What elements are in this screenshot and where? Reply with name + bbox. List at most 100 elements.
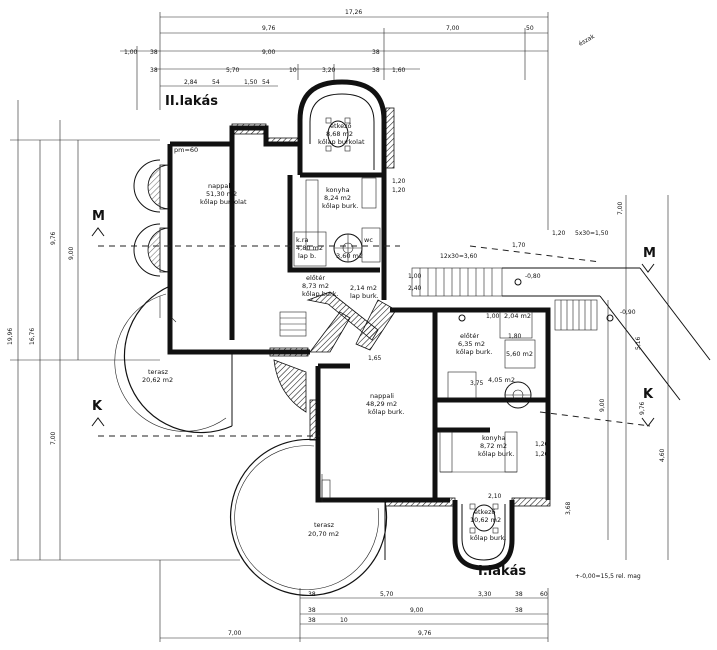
room-name: terasz	[148, 368, 169, 376]
dim-interior: 1,20	[535, 451, 549, 458]
dim-bot-1e: 60	[540, 591, 548, 598]
room-area: 8,73 m2	[302, 282, 329, 290]
dim-interior: 1,80	[508, 333, 522, 340]
section-mark-m-right: M	[643, 246, 656, 261]
dim-interior: 1,65	[368, 355, 382, 362]
dim-right-e: 4,60	[659, 448, 666, 462]
dim-left-mid: 16,76	[29, 328, 36, 345]
upper-apartment-title: II.lakás	[165, 94, 218, 109]
lower-dining-bay	[452, 500, 515, 571]
room-floor: lap b.	[298, 252, 316, 260]
elevation-note: +-0,00=15,5 rel. mag	[575, 573, 641, 580]
dim-top-3c: 9,00	[262, 49, 276, 56]
room-note: pm=60	[174, 146, 198, 154]
room-floor: kőlap burk.	[368, 407, 404, 416]
dim-interior: 5x30=1,50	[575, 230, 609, 237]
room-area: 2,14 m2	[350, 284, 377, 292]
north-label: észak	[578, 33, 597, 48]
room-area: 3,60 m2	[336, 252, 363, 260]
interior-dimensions: 1,20 1,20 12x30=3,60 1,70 1,20 1,20 1,20…	[368, 178, 636, 500]
left-dimension-chains: 19,96 16,76 9,76 7,00 9,00	[7, 100, 240, 561]
dim-top-2a: 9,76	[262, 25, 276, 32]
section-lines	[91, 227, 655, 437]
central-connector	[269, 291, 397, 413]
room-floor: kőlap burk.	[478, 449, 514, 458]
dim-bot-1b: 5,70	[380, 591, 394, 598]
dim-bot-3a: 38	[308, 617, 316, 624]
room-area: 20,70 m2	[308, 530, 339, 538]
dim-top-4e: 38	[372, 67, 380, 74]
dim-bot-2a: 38	[308, 607, 316, 614]
room-name: nappali	[370, 392, 394, 400]
dim-interior: 1,00	[408, 273, 422, 280]
room-area: 5,60 m2	[506, 350, 533, 358]
dim-top-4c: 10	[289, 67, 297, 74]
dim-top-4a: 38	[150, 67, 158, 74]
room-name: nappali	[208, 182, 232, 190]
room-area: 10,62 m2	[470, 516, 501, 524]
room-floor: kőlap burk.	[322, 201, 358, 210]
upper-left-bays	[133, 159, 171, 277]
dim-interior: 1,20	[392, 178, 406, 185]
room-area: 48,29 m2	[366, 400, 397, 408]
dim-top-5a: 2,84	[184, 79, 198, 86]
dim-interior: 2,10	[488, 493, 502, 500]
dim-interior: 2,40	[408, 285, 422, 292]
dim-top-5b: 54	[212, 79, 220, 86]
dim-bot-1c: 3,30	[478, 591, 492, 598]
room-name: előtér	[306, 273, 325, 282]
dim-top-4b: 5,70	[226, 67, 240, 74]
room-name: konyha	[326, 186, 350, 194]
dim-top-4d: 3,20	[322, 67, 336, 74]
dim-right-c: 5,16	[635, 336, 642, 350]
room-area: 51,30 m2	[206, 190, 237, 198]
section-mark-m-left: M	[92, 209, 105, 224]
upper-room-labels: étkező 8,68 m2 kőlap burkolat pm=60 napp…	[142, 121, 379, 384]
bottom-dimension-chains: 38 5,70 3,30 38 60 38 9,00 38 38 10 7,00…	[159, 560, 549, 642]
dim-top-5d: 54	[262, 79, 270, 86]
room-floor: kőlap burkolat	[200, 197, 247, 206]
room-area: 2,04 m2	[504, 312, 531, 320]
dim-top-4f: 1,60	[392, 67, 406, 74]
room-name: k.ra	[296, 236, 309, 244]
room-floor: kőlap burk.	[470, 533, 506, 542]
dim-interior: 12x30=3,60	[440, 253, 477, 260]
dim-bot-2b: 9,00	[410, 607, 424, 614]
lower-room-labels: nappali 48,29 m2 kőlap burk. előtér 6,35…	[308, 312, 533, 542]
right-dimension-chains: 7,00 9,76 5,16 9,00 4,60 3,68	[565, 195, 669, 560]
room-area: 4,05 m2	[488, 376, 515, 384]
dim-top-3d: 38	[372, 49, 380, 56]
dim-interior: 1,00	[486, 313, 500, 320]
room-area: 8,24 m2	[324, 194, 351, 202]
room-area: 4,80 m2	[296, 244, 323, 252]
dim-left-total: 19,96	[7, 328, 14, 345]
dim-left-c: 7,00	[50, 431, 57, 445]
dim-left-a: 9,76	[50, 231, 57, 245]
section-mark-k-left: K	[92, 399, 103, 414]
dim-top-3a: 1,00	[124, 49, 138, 56]
dim-bot-4a: 7,00	[228, 630, 242, 637]
room-area: 8,68 m2	[326, 130, 353, 138]
dim-top-3b: 38	[150, 49, 158, 56]
dim-right-a: 7,00	[617, 201, 624, 215]
dim-bot-1a: 38	[308, 591, 316, 598]
room-name: étkező	[474, 507, 495, 516]
upper-dining-bay	[297, 79, 395, 175]
dim-interior: -0,90	[620, 309, 636, 316]
room-area: 6,35 m2	[458, 340, 485, 348]
room-floor: kőlap burkolat	[318, 137, 365, 146]
room-name: wc	[364, 236, 373, 244]
dim-interior: 1,20	[535, 441, 549, 448]
room-floor: kőlap burk.	[302, 289, 338, 298]
dim-bot-3b: 10	[340, 617, 348, 624]
dim-top-2b: 7,00	[446, 25, 460, 32]
room-name: előtér	[460, 331, 479, 340]
dim-top-total: 17,26	[345, 9, 362, 16]
lower-apartment-title: I.lakás	[478, 564, 526, 579]
dim-bot-2c: 38	[515, 607, 523, 614]
dim-interior: 1,20	[552, 230, 566, 237]
dim-top-2c: 50	[526, 25, 534, 32]
dim-top-5c: 1,50	[244, 79, 258, 86]
lower-apartment-walls	[309, 307, 551, 507]
